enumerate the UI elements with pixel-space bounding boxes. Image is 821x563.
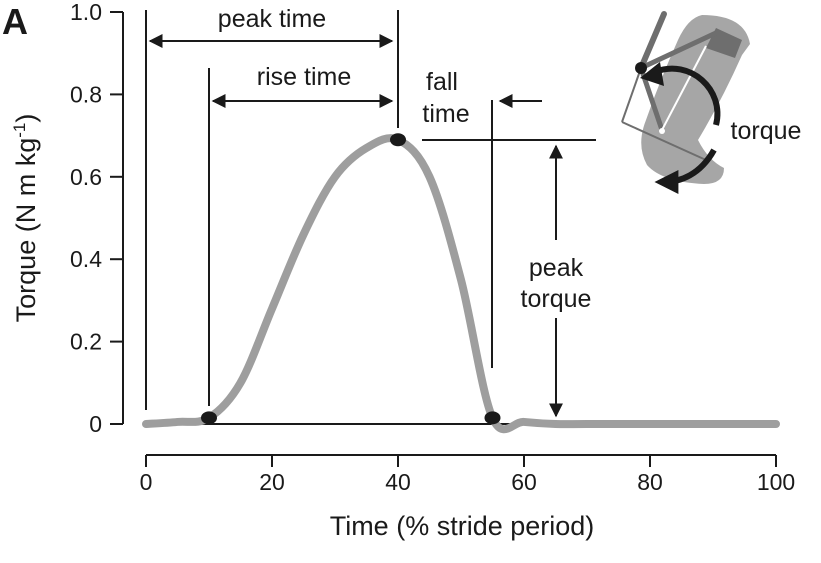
y-tick-label: 0.2 <box>70 329 102 355</box>
inset-torque-label: torque <box>731 117 802 145</box>
y-axis-title-close: ) <box>11 114 41 123</box>
fall-time-annotation: fall time <box>422 68 542 368</box>
peak-time-annotation: peak time <box>145 5 399 410</box>
data-marker <box>484 411 501 425</box>
x-tick-label: 20 <box>259 469 285 495</box>
peak-torque-label-line2: torque <box>521 285 592 313</box>
rise-time-label: rise time <box>257 63 351 91</box>
markers <box>201 133 501 425</box>
exo-joint <box>635 62 647 74</box>
x-tick-label: 0 <box>140 469 153 495</box>
exo-cable-2 <box>621 121 707 161</box>
exo-cable-3 <box>661 45 707 131</box>
y-tick-label: 0 <box>89 411 102 437</box>
leg-silhouette <box>641 15 750 184</box>
peak-torque-annotation: peak torque <box>422 139 596 418</box>
x-axis-title: Time (% stride period) <box>330 511 595 541</box>
fall-time-label-line1: fall <box>426 68 458 96</box>
y-tick-label: 0.8 <box>70 81 102 107</box>
y-axis-title-main: Torque (N m kg <box>11 138 41 323</box>
x-ticks: 0 20 40 60 80 100 <box>140 455 795 495</box>
y-ticks: 0 0.2 0.4 0.6 0.8 1.0 <box>70 0 123 437</box>
exo-cable-1 <box>621 67 642 123</box>
y-axis-title: Torque (N m kg-1) <box>10 114 41 323</box>
fall-time-label-line2: time <box>422 100 469 128</box>
torque-arrow-icon-lower <box>654 148 717 194</box>
torque-arrowhead-icon <box>640 62 664 86</box>
x-tick-label: 40 <box>385 469 411 495</box>
data-marker <box>201 411 217 425</box>
peak-time-label: peak time <box>218 5 326 33</box>
rise-time-annotation: rise time <box>208 63 394 406</box>
data-marker <box>390 133 406 147</box>
x-axis: 0 20 40 60 80 100 <box>140 454 795 495</box>
exo-strut-upper <box>638 11 667 71</box>
x-tick-label: 100 <box>757 469 795 495</box>
y-axis: 0 0.2 0.4 0.6 0.8 1.0 <box>70 0 124 437</box>
exo-strut-top <box>638 29 721 71</box>
panel-label: A <box>2 1 28 42</box>
y-tick-label: 0.6 <box>70 164 102 190</box>
peak-torque-label-line1: peak <box>529 254 584 282</box>
y-tick-label: 0.4 <box>70 246 102 272</box>
ankle-joint <box>659 128 665 134</box>
torque-curve <box>142 134 780 434</box>
leg-exoskeleton-inset: torque <box>621 11 802 194</box>
x-tick-label: 80 <box>637 469 663 495</box>
y-axis-title-superscript: -1 <box>10 123 29 138</box>
x-tick-label: 60 <box>511 469 537 495</box>
torque-arrow-icon <box>653 65 721 126</box>
y-tick-label: 1.0 <box>70 0 102 25</box>
